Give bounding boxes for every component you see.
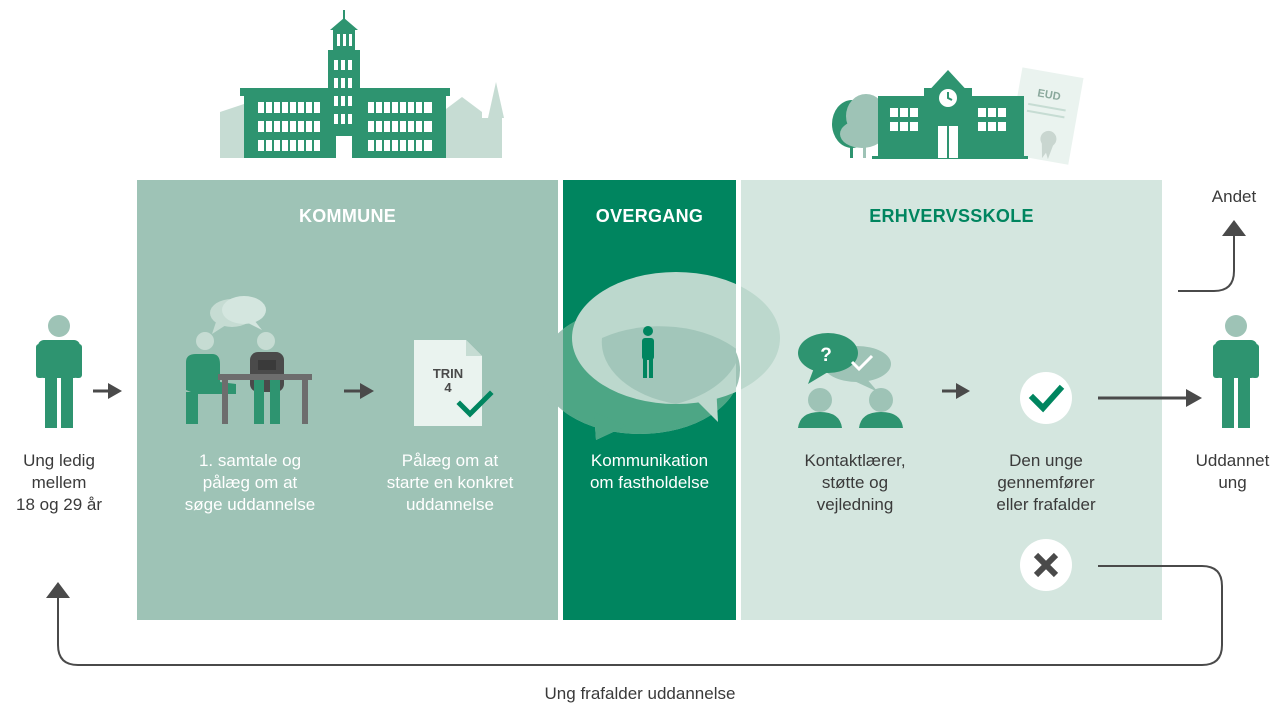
overgang-header: OVERGANG xyxy=(595,206,704,226)
certificate-icon: EUD xyxy=(1007,67,1084,165)
dropout-return-arrow xyxy=(46,565,1223,666)
document-trin-4-icon: TRIN 4 xyxy=(414,340,494,426)
vocational-school-icon: EUD xyxy=(832,67,1084,165)
completion-check-icon xyxy=(1020,372,1072,424)
kommune-panel xyxy=(137,180,558,620)
arrow-to-other xyxy=(1178,220,1246,292)
dropout-x-icon xyxy=(1020,539,1072,591)
erhvervsskole-panel xyxy=(741,180,1162,620)
document-step-label: TRIN xyxy=(433,366,463,381)
other-label: Andet xyxy=(1211,187,1257,206)
end-person-line-2: ung xyxy=(1218,473,1247,492)
order-line-3: uddannelse xyxy=(406,495,494,514)
arrow-to-kommune xyxy=(93,383,122,399)
arrow-to-educated xyxy=(1098,389,1202,407)
communication-bubbles xyxy=(540,272,780,440)
start-person-line-3: 18 og 29 år xyxy=(15,495,102,514)
start-person-label: Ung ledig mellem 18 og 29 år xyxy=(0,450,118,516)
outcome-line-3: eller frafalder xyxy=(996,495,1096,514)
document-step-number: 4 xyxy=(444,380,452,395)
contact-line-1: Kontaktlærer, xyxy=(804,451,906,470)
kommune-header: KOMMUNE xyxy=(298,206,397,226)
outcome-line-2: gennemfører xyxy=(997,473,1095,492)
contact-teacher-icon: ? xyxy=(798,333,903,428)
start-person-line-2: mellem xyxy=(31,473,87,492)
order-line-1: Pålæg om at xyxy=(401,451,499,470)
town-hall-icon xyxy=(220,10,504,158)
communication-line-2: om fastholdelse xyxy=(589,473,710,492)
contact-label: Kontaktlærer, støtte og vejledning xyxy=(775,450,935,516)
order-label: Pålæg om at starte en konkret uddannelse xyxy=(370,450,530,516)
meeting-line-3: søge uddannelse xyxy=(184,495,316,514)
meeting-line-1: 1. samtale og xyxy=(198,451,302,470)
communication-line-1: Kommunikation xyxy=(590,451,709,470)
start-person-line-1: Ung ledig xyxy=(23,451,95,470)
certificate-label: EUD xyxy=(1037,87,1062,103)
arrow-to-document xyxy=(344,383,374,399)
erhvervsskole-header: ERHVERVSSKOLE xyxy=(869,206,1034,226)
trees-icon xyxy=(832,94,886,158)
arrow-to-outcome xyxy=(942,383,970,399)
small-person-icon xyxy=(642,326,654,378)
communication-label: Kommunikation om fastholdelse xyxy=(563,450,736,494)
small-check-icon xyxy=(850,354,874,372)
educated-person-icon xyxy=(1213,315,1259,428)
speech-bubbles-icon xyxy=(210,296,266,334)
outcome-line-1: Den unge xyxy=(1009,451,1083,470)
question-mark-icon: ? xyxy=(820,345,832,366)
young-unemployed-person-icon xyxy=(36,315,82,428)
outcome-label: Den unge gennemfører eller frafalder xyxy=(976,450,1116,516)
meeting-label: 1. samtale og pålæg om at søge uddannels… xyxy=(170,450,330,516)
contact-line-2: støtte og xyxy=(821,473,889,492)
order-line-2: starte en konkret xyxy=(386,473,514,492)
dropout-label: Ung frafalder uddannelse xyxy=(544,684,736,703)
end-person-line-1: Uddannet xyxy=(1195,451,1270,470)
meeting-icon xyxy=(186,296,312,424)
meeting-line-2: pålæg om at xyxy=(202,473,298,492)
contact-line-3: vejledning xyxy=(816,495,894,514)
end-person-label: Uddannet ung xyxy=(1186,450,1279,494)
